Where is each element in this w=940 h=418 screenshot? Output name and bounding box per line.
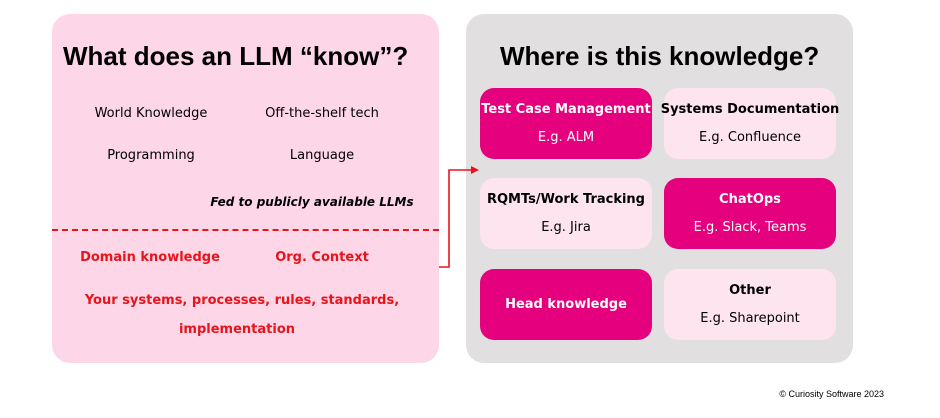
red-description-line1: Your systems, processes, rules, standard… [84, 293, 400, 308]
knowledge-location-title: Where is this knowledge? [500, 41, 820, 71]
box-head-knowledge: Head knowledge [480, 269, 652, 340]
item-programming: Programming [107, 148, 195, 163]
box-title: RQMTs/Work Tracking [486, 191, 645, 207]
llm-knowledge-title: What does an LLM “know”? [63, 41, 409, 71]
item-world-knowledge: World Knowledge [94, 106, 208, 121]
box-other: Other E.g. Sharepoint [664, 269, 836, 340]
box-subtitle: E.g. ALM [537, 129, 595, 145]
box-subtitle: E.g. Sharepoint [700, 310, 800, 326]
red-description-line2: implementation [178, 322, 296, 337]
box-subtitle: E.g. Slack, Teams [693, 219, 807, 235]
item-language: Language [289, 148, 355, 163]
box-title: ChatOps [719, 191, 781, 207]
box-title: Other [729, 282, 771, 298]
box-title: Test Case Management [481, 101, 651, 117]
item-org-context: Org. Context [275, 250, 369, 265]
dashed-divider [52, 229, 439, 231]
box-rqmts-work-tracking: RQMTs/Work Tracking E.g. Jira [480, 178, 652, 249]
box-test-case-management: Test Case Management E.g. ALM [480, 88, 652, 159]
box-title: Head knowledge [505, 296, 627, 312]
copyright-notice: © Curiosity Software 2023 [779, 389, 884, 399]
item-domain-knowledge: Domain knowledge [80, 250, 220, 265]
box-subtitle: E.g. Confluence [699, 129, 801, 145]
llm-knowledge-panel [52, 14, 439, 363]
public-llm-note: Fed to publicly available LLMs [210, 195, 414, 209]
box-chatops: ChatOps E.g. Slack, Teams [664, 178, 836, 249]
box-title: Systems Documentation [660, 101, 840, 117]
box-systems-documentation: Systems Documentation E.g. Confluence [661, 88, 839, 159]
box-subtitle: E.g. Jira [541, 219, 591, 235]
item-off-the-shelf-tech: Off-the-shelf tech [265, 106, 379, 121]
